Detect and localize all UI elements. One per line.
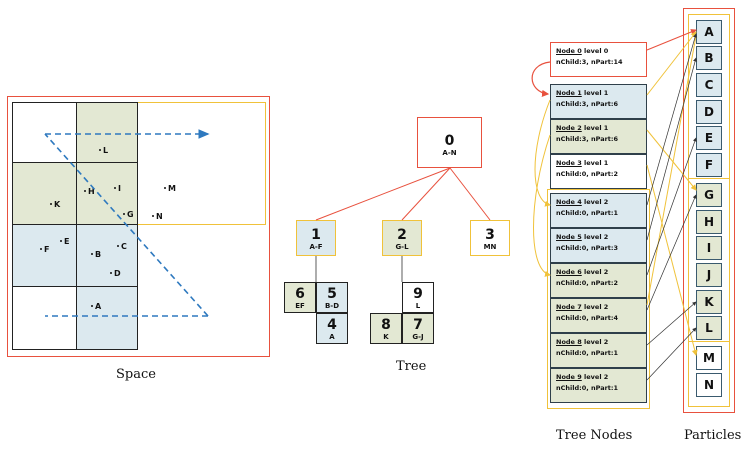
tree-edges [315,167,491,282]
space-point: I [114,184,121,193]
space-cell-blue [12,224,77,287]
space-point: D [110,269,121,278]
space-point: B [90,250,102,259]
space-cell-green [12,162,77,225]
space-point: G [123,210,134,219]
tree-nodes-group-frame [547,189,650,409]
space-point: F [39,245,50,254]
particle-cell: N [696,373,722,397]
caption-tree: Tree [396,359,427,374]
particles-divider [688,178,730,179]
space-point: A [90,302,102,311]
caption-tree-nodes: Tree Nodes [556,428,633,443]
space-cell-green [76,162,138,225]
space-cell-white-bottom [12,286,77,350]
caption-particles: Particles [684,428,742,443]
particle-cell: I [696,236,722,260]
particle-cell: G [696,183,722,207]
space-point: E [59,237,70,246]
space-cell-green [76,102,138,163]
particle-cell: B [696,46,722,70]
space-point: N [152,212,163,221]
space-cell-blue [76,224,138,287]
node0-to-node1-arrow [531,61,551,97]
space-point: K [49,200,61,209]
space-cell-blue [76,286,138,350]
particle-cell: H [696,210,722,234]
particles-frame-inner [688,14,730,407]
particles-divider [688,341,730,342]
child-links [533,31,698,356]
particle-cell: K [696,290,722,314]
particle-cell: C [696,73,722,97]
particle-cell: L [696,316,722,340]
space-traversal-path [44,129,210,317]
caption-space: Space [116,367,156,382]
space-point: H [84,187,95,196]
particle-cell: M [696,346,722,370]
space-panel [7,96,270,357]
particle-links [646,33,698,381]
particle-cell: F [696,153,722,177]
particles-frame-outer [683,8,735,413]
space-point: L [98,146,109,155]
space-point: C [117,242,127,251]
particle-cell: D [696,100,722,124]
particle-cell: J [696,263,722,287]
space-point: M [164,184,176,193]
